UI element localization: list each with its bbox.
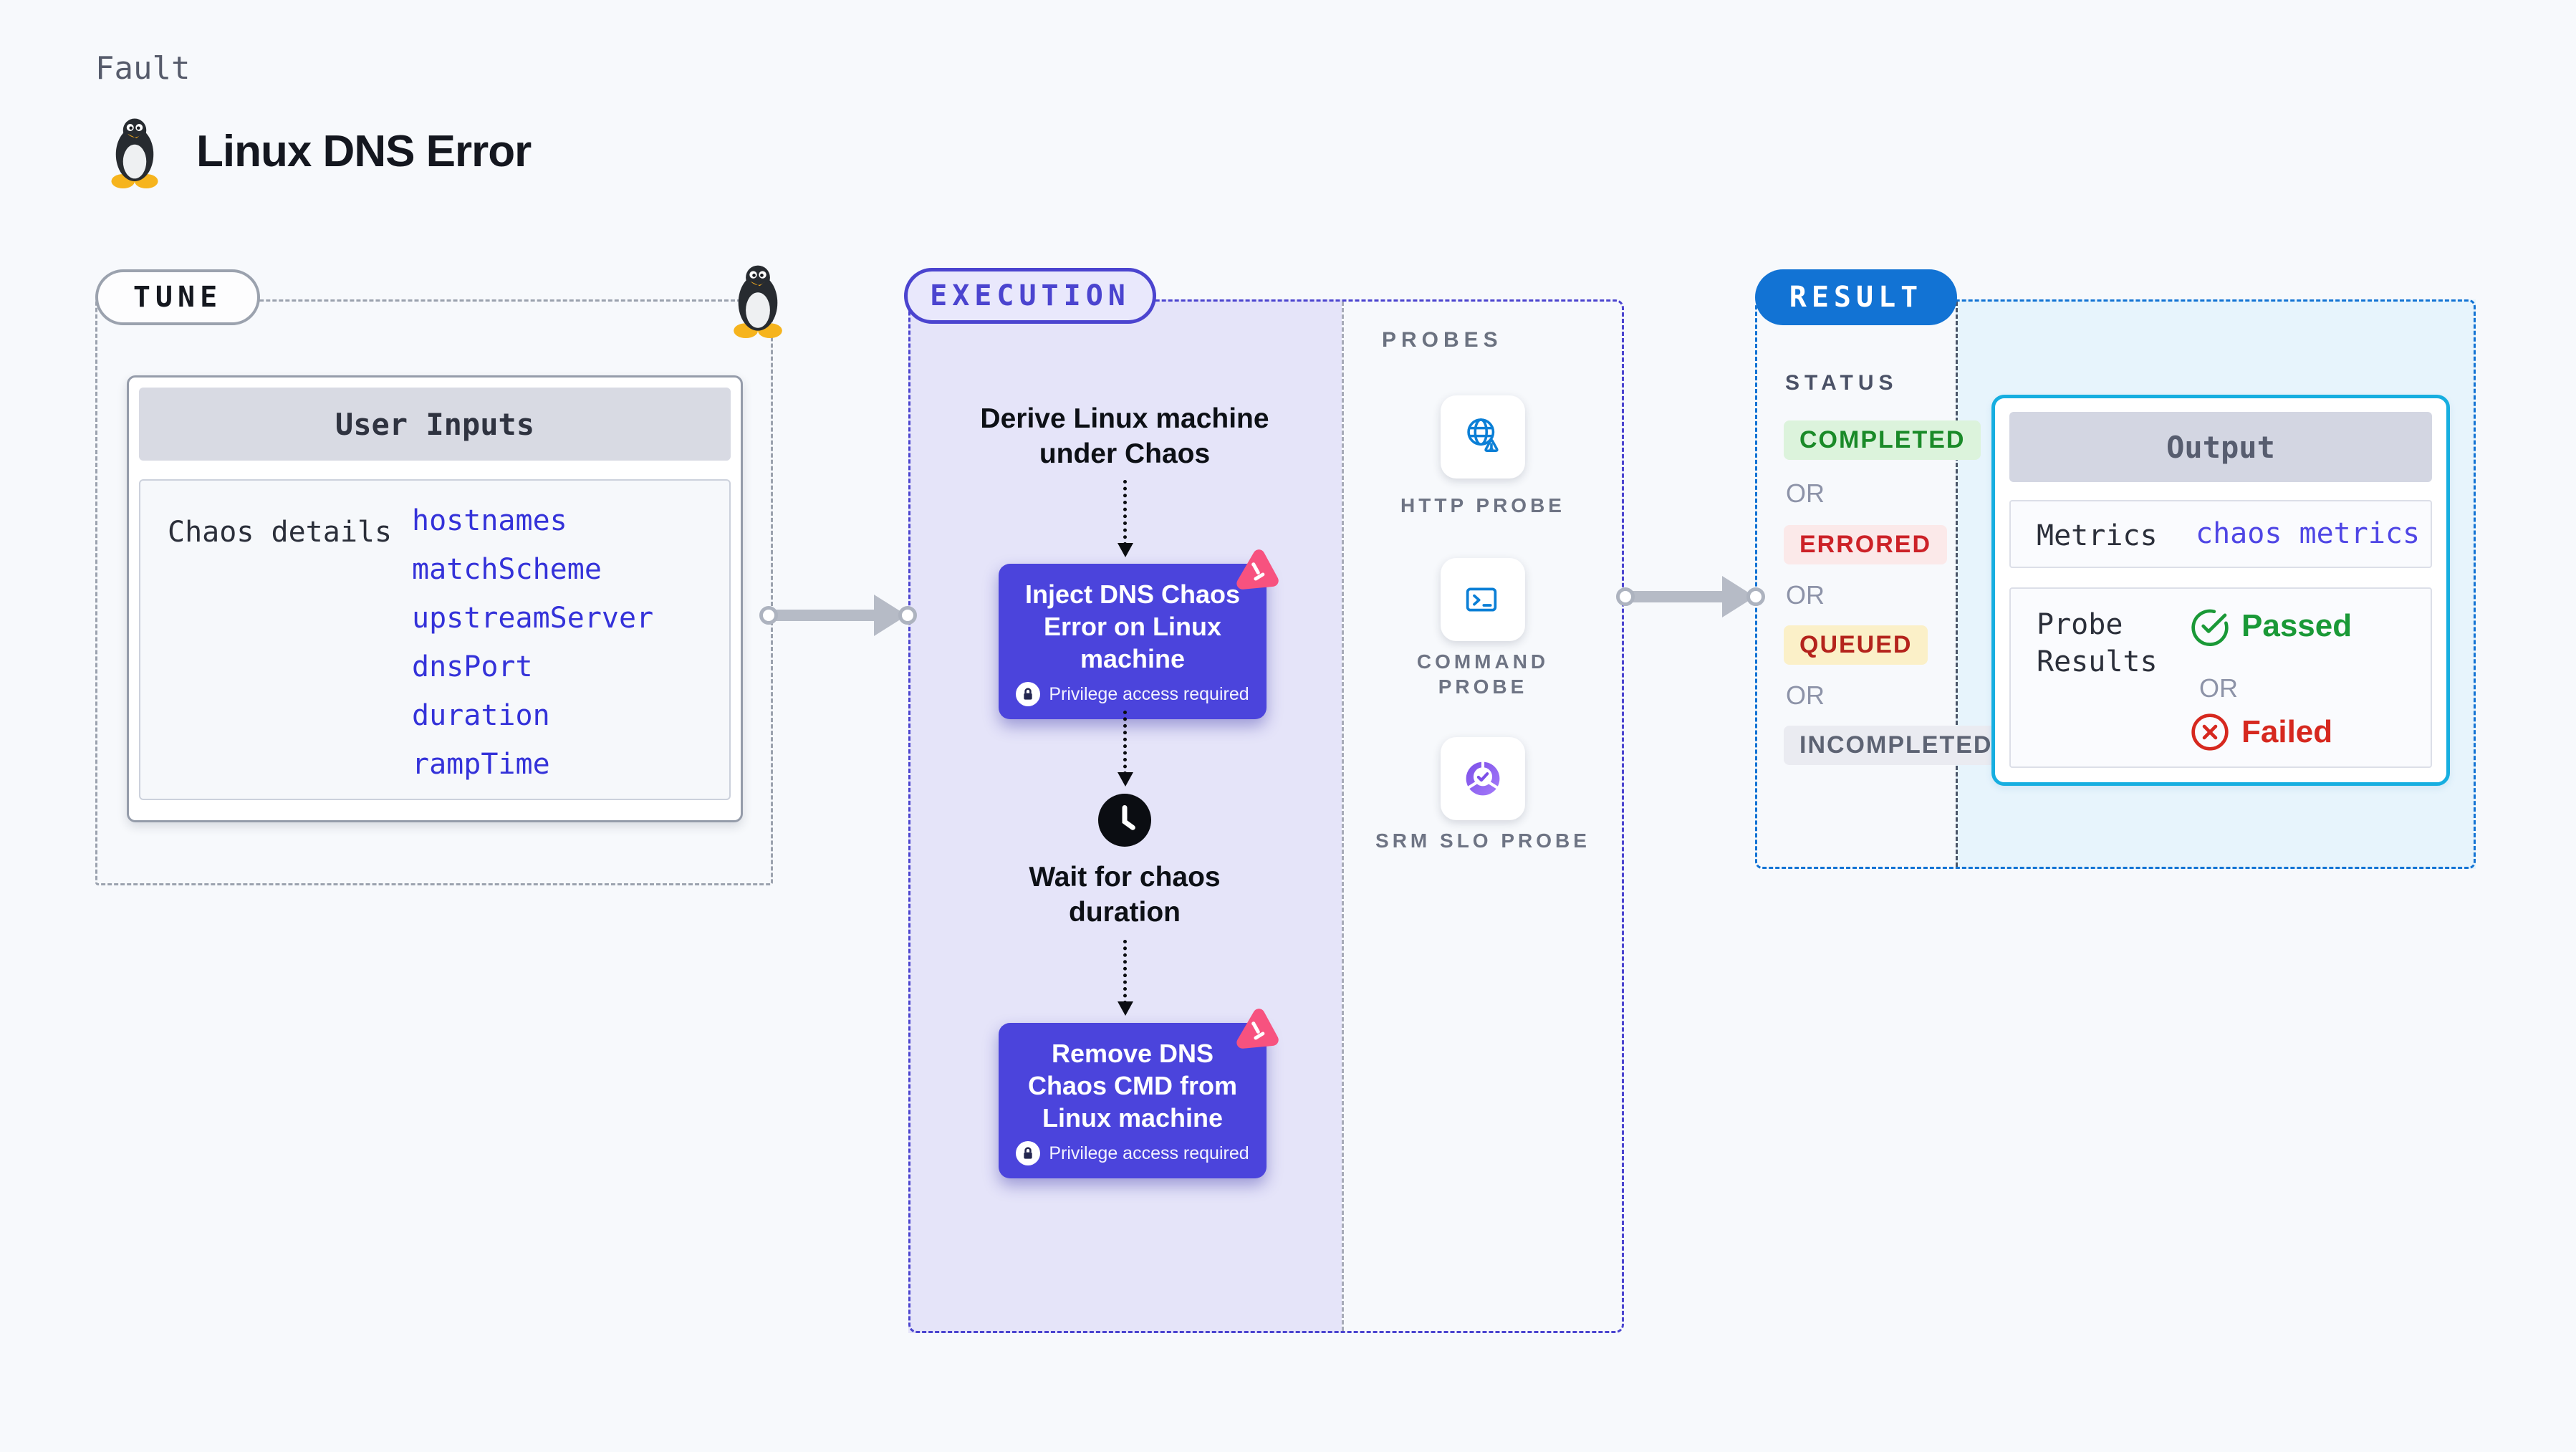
clock-wait-icon bbox=[1098, 794, 1151, 847]
output-title: Output bbox=[2009, 412, 2432, 482]
tune-section-box bbox=[95, 299, 773, 885]
remove-chaos-node[interactable]: Remove DNS Chaos CMD from Linux machine … bbox=[999, 1009, 1279, 1178]
http-probe-card[interactable] bbox=[1441, 395, 1525, 479]
result-section-box bbox=[1755, 299, 2476, 869]
terminal-icon bbox=[1466, 587, 1497, 612]
execution-section-box bbox=[908, 299, 1624, 1333]
inject-chaos-title: Inject DNS Chaos Error on Linux machine bbox=[1024, 580, 1241, 673]
metrics-value-link[interactable]: chaos metrics bbox=[2196, 517, 2421, 550]
lock-icon bbox=[1016, 1141, 1041, 1165]
privilege-label: Privilege access required bbox=[1049, 683, 1249, 704]
metrics-label: Metrics bbox=[2037, 519, 2158, 552]
input-param[interactable]: duration bbox=[412, 699, 550, 732]
status-badge-incompleted[interactable]: INCOMPLETED bbox=[1784, 726, 2009, 765]
input-param[interactable]: hostnames bbox=[412, 504, 567, 537]
tune-badge[interactable]: TUNE bbox=[95, 269, 260, 325]
probe-results-label: Probe Results bbox=[2037, 608, 2158, 678]
lock-icon bbox=[1016, 682, 1041, 706]
user-inputs-title: User Inputs bbox=[139, 388, 731, 461]
metrics-row: Metrics chaos metrics bbox=[2009, 500, 2432, 568]
flow-arrow-down bbox=[1118, 711, 1133, 787]
page-title: Linux DNS Error bbox=[196, 127, 532, 176]
derive-step-label: Derive Linux machine under Chaos bbox=[980, 403, 1269, 469]
arrow-execution-to-result bbox=[1616, 575, 1765, 618]
output-card: Output Metrics chaos metrics Probe Resul… bbox=[1991, 395, 2450, 786]
execution-badge[interactable]: EXECUTION bbox=[904, 268, 1156, 324]
input-param[interactable]: dnsPort bbox=[412, 650, 533, 683]
input-param[interactable]: rampTime bbox=[412, 748, 550, 781]
fault-eyebrow-label: Fault bbox=[95, 50, 191, 87]
command-probe-label: COMMAND PROBE bbox=[1416, 650, 1549, 698]
result-status-divider bbox=[1956, 302, 1958, 867]
privilege-label: Privilege access required bbox=[1049, 1143, 1249, 1163]
check-circle-icon bbox=[2191, 609, 2229, 646]
litmus-chaos-icon bbox=[1231, 546, 1284, 598]
privilege-chip: Privilege access required bbox=[1010, 1141, 1255, 1165]
user-inputs-body: Chaos details hostnames matchScheme upst… bbox=[139, 479, 731, 800]
flow-arrow-down bbox=[1118, 480, 1133, 557]
srm-slo-probe-card[interactable] bbox=[1441, 737, 1525, 820]
status-badge-queued[interactable]: QUEUED bbox=[1784, 625, 1928, 665]
slo-pie-check-icon bbox=[1466, 759, 1500, 796]
flow-arrow-down bbox=[1118, 940, 1133, 1016]
probe-results-row: Probe Results Passed OR Failed bbox=[2009, 587, 2432, 768]
passed-label: Passed bbox=[2241, 608, 2352, 643]
user-inputs-card: User Inputs Chaos details hostnames matc… bbox=[127, 375, 743, 822]
arrow-tune-to-execution bbox=[759, 594, 917, 637]
tux-target-icon bbox=[728, 264, 788, 338]
input-param[interactable]: matchScheme bbox=[412, 553, 602, 586]
litmus-chaos-icon bbox=[1231, 1005, 1284, 1057]
command-probe-card[interactable] bbox=[1441, 558, 1525, 641]
execution-probes-divider bbox=[1342, 302, 1344, 1331]
wait-step-label: Wait for chaos duration bbox=[1029, 862, 1221, 928]
x-circle-icon bbox=[2191, 713, 2229, 751]
or-separator: OR bbox=[1786, 479, 1825, 508]
probe-passed-row: Passed bbox=[2190, 606, 2352, 646]
or-separator: OR bbox=[1786, 580, 1825, 610]
or-separator: OR bbox=[2199, 673, 2238, 703]
result-badge[interactable]: RESULT bbox=[1755, 269, 1957, 325]
probes-section-label: PROBES bbox=[1382, 328, 1503, 352]
inject-chaos-node[interactable]: Inject DNS Chaos Error on Linux machine … bbox=[999, 549, 1279, 719]
remove-chaos-title: Remove DNS Chaos CMD from Linux machine bbox=[1027, 1039, 1237, 1133]
status-section-label: STATUS bbox=[1785, 371, 1898, 395]
globe-warning-icon bbox=[1467, 418, 1499, 452]
or-separator: OR bbox=[1786, 681, 1825, 710]
chaos-details-label: Chaos details bbox=[168, 516, 393, 549]
input-param[interactable]: upstreamServer bbox=[412, 602, 654, 635]
tux-linux-icon bbox=[106, 117, 163, 188]
http-probe-label: HTTP PROBE bbox=[1400, 494, 1565, 516]
status-badge-errored[interactable]: ERRORED bbox=[1784, 525, 1948, 564]
privilege-chip: Privilege access required bbox=[1010, 682, 1255, 706]
failed-label: Failed bbox=[2241, 714, 2333, 749]
srm-slo-probe-label: SRM SLO PROBE bbox=[1375, 830, 1590, 852]
status-badge-completed[interactable]: COMPLETED bbox=[1784, 420, 1981, 460]
probe-failed-row: Failed bbox=[2190, 712, 2332, 752]
